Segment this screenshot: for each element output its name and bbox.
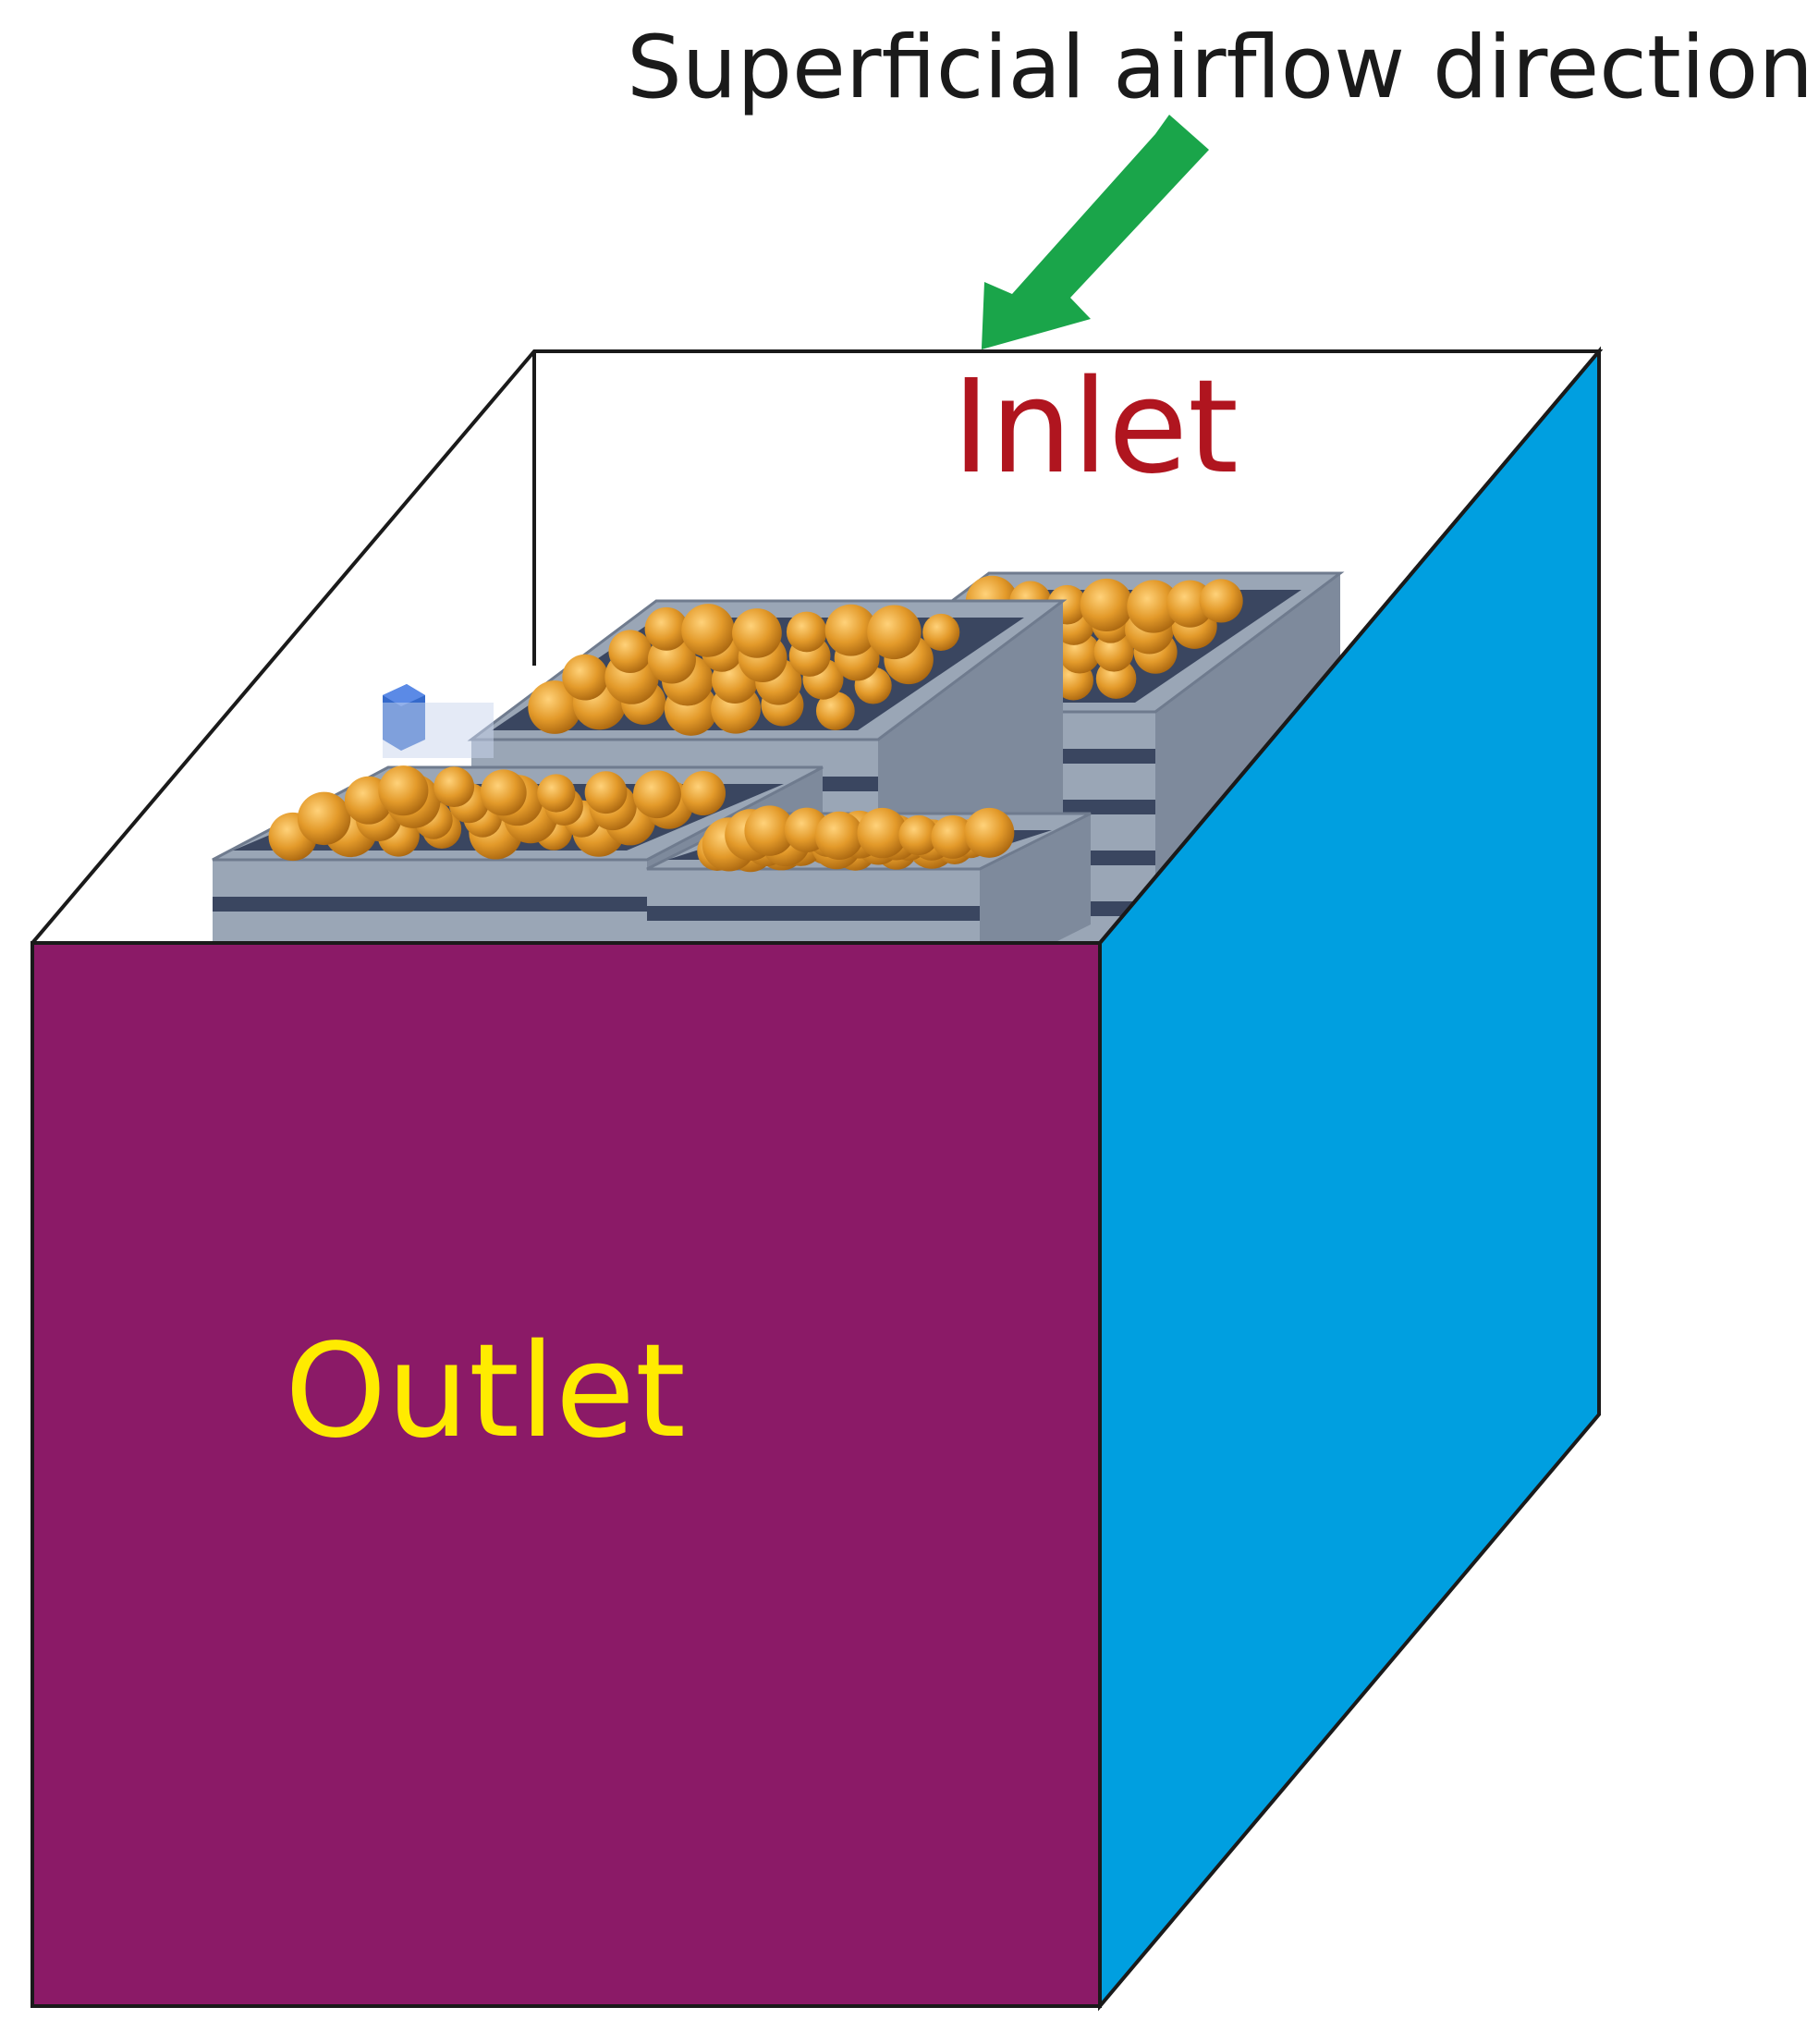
fruit <box>1080 578 1133 632</box>
fruit <box>744 805 795 856</box>
fruit <box>681 604 735 657</box>
fruit <box>644 606 689 651</box>
fruit <box>786 611 827 653</box>
fruit <box>898 814 939 856</box>
fruit <box>1199 579 1243 623</box>
fruit <box>378 765 429 816</box>
fruit <box>857 807 908 859</box>
fruit <box>480 769 527 816</box>
fruit <box>433 766 475 808</box>
fruit <box>680 771 726 816</box>
fruit <box>537 774 576 813</box>
inlet-label: Inlet <box>952 352 1239 503</box>
inlet-outline <box>31 349 1604 945</box>
airflow-caption: Superficial airflow direction <box>627 18 1813 118</box>
fruit <box>632 770 681 819</box>
fruit <box>867 605 922 660</box>
outlet-face <box>31 941 1102 2008</box>
arrow-down-left-icon <box>982 115 1209 349</box>
sensor-cube-icon <box>383 684 494 758</box>
fruit <box>931 814 975 859</box>
fruit <box>1127 580 1180 633</box>
crate-slat <box>647 906 980 921</box>
outlet-label: Outlet <box>285 1316 686 1467</box>
fruit <box>824 604 877 656</box>
crate-slat <box>213 897 647 912</box>
fruit <box>1093 631 1134 672</box>
fruit <box>528 680 582 734</box>
fruit <box>815 692 855 730</box>
fruit <box>562 654 609 701</box>
fruit <box>608 630 653 674</box>
crate-middle <box>646 805 1092 980</box>
fruit <box>814 811 864 861</box>
fruit <box>964 807 1015 858</box>
fruit <box>732 608 782 658</box>
fruit <box>297 791 351 846</box>
fruit <box>922 613 960 651</box>
fruit <box>584 771 628 814</box>
